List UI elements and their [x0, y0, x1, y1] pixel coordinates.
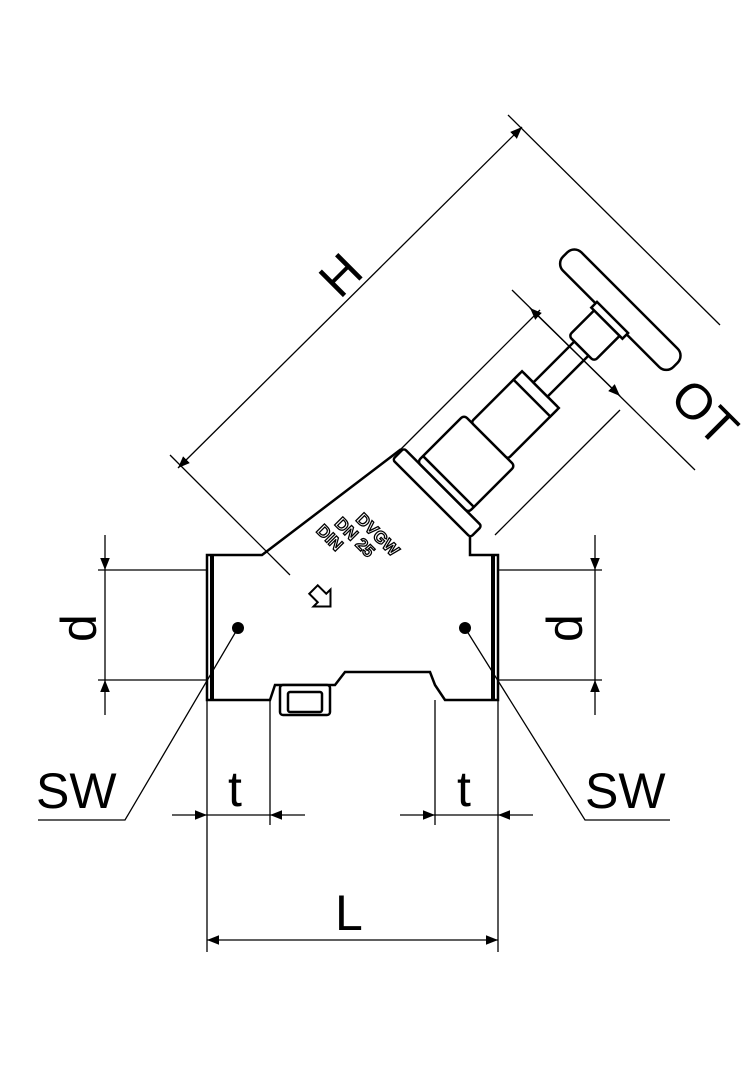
dimension-lines [98, 114, 721, 952]
sw-point-left [232, 622, 244, 634]
dim-label-sw-left: SW [36, 763, 117, 819]
dim-label-sw-right: SW [585, 763, 666, 819]
sw-leaders [38, 627, 670, 821]
dim-label-t-right: t [457, 761, 471, 817]
dim-label-t-left: t [228, 761, 242, 817]
flow-arrow-icon [307, 583, 332, 608]
valve-body [205, 448, 500, 717]
dim-label-ot: OT [660, 368, 749, 457]
dim-label-h: H [308, 243, 373, 308]
dim-label-d-left: d [51, 614, 107, 642]
dim-label-l: L [335, 885, 363, 941]
dim-label-d-right: d [537, 614, 593, 642]
sw-point-right [459, 622, 471, 634]
